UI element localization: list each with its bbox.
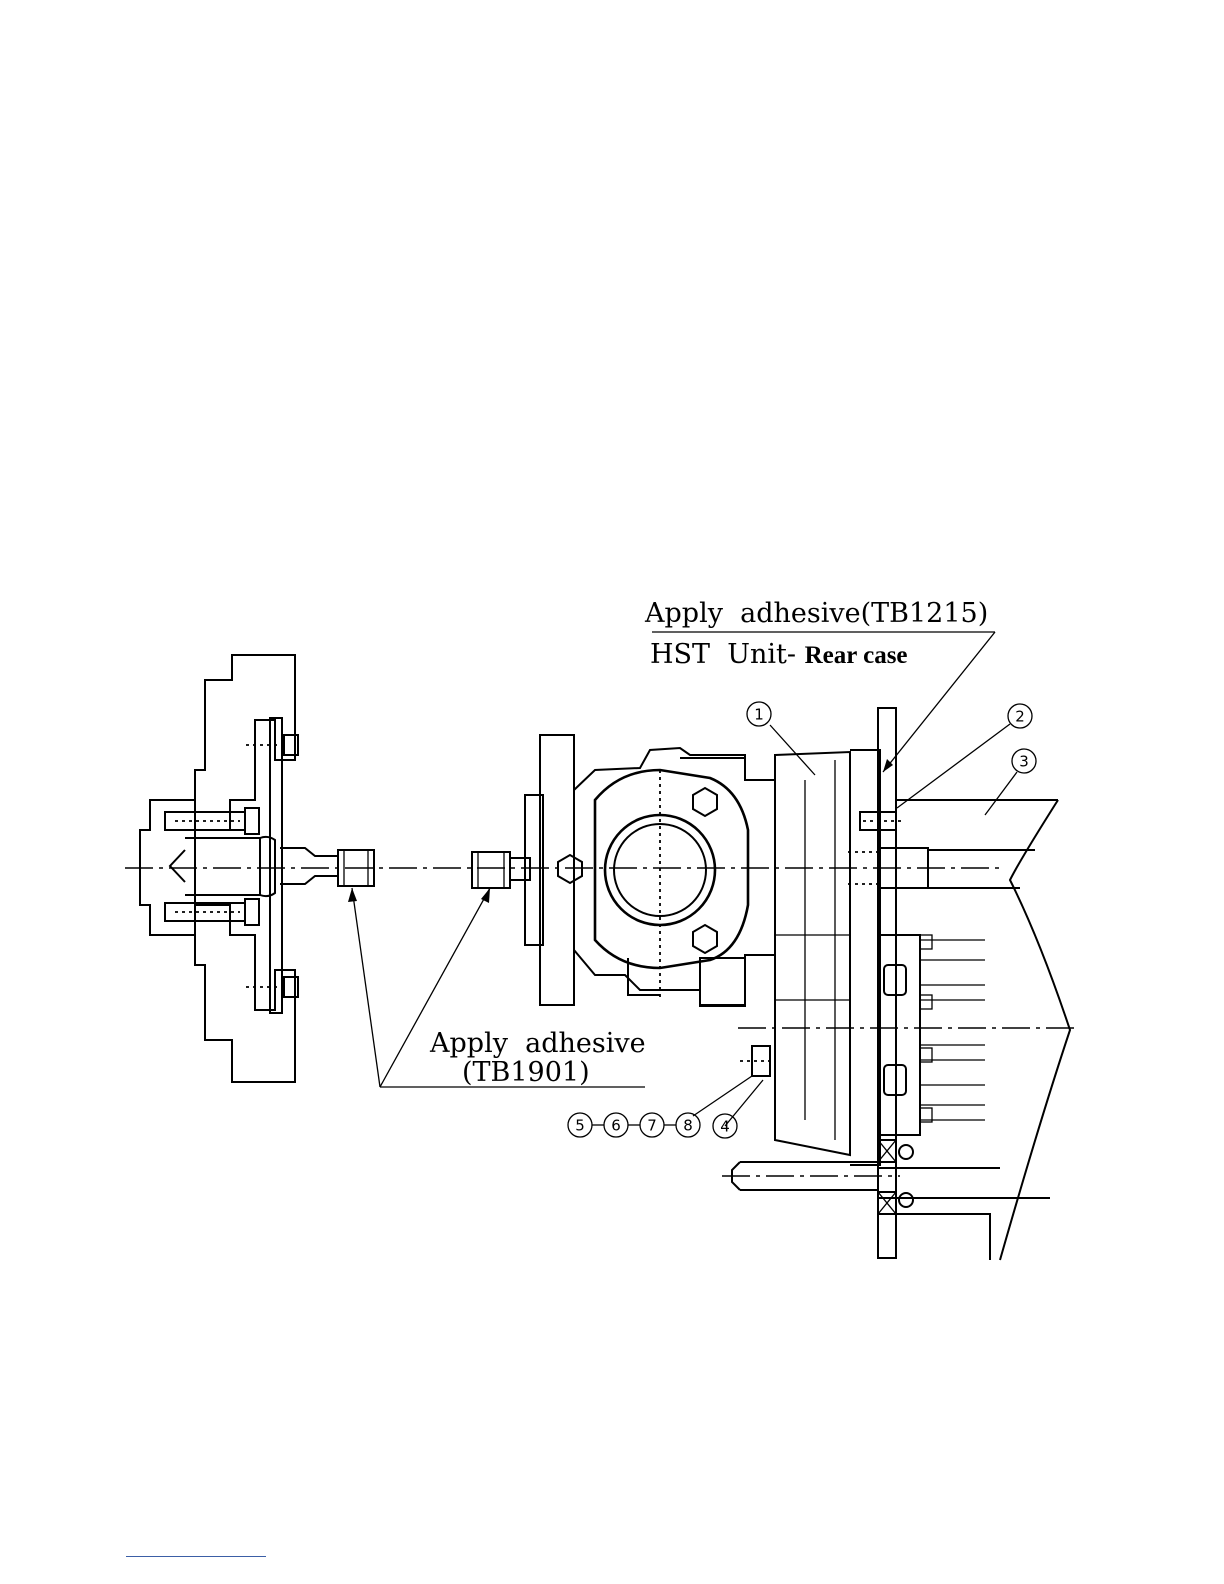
adhesive-label-top: Apply adhesive(TB1215) bbox=[644, 598, 988, 629]
callout-6-number: 6 bbox=[611, 1117, 621, 1135]
hst-unit-case bbox=[722, 708, 1070, 1260]
pump-shaft-coupler bbox=[472, 852, 530, 888]
hst-unit-text: HST Unit- bbox=[650, 639, 805, 670]
callout-3: 3 bbox=[1012, 749, 1036, 773]
hst-unit-label: HST Unit- Rear case bbox=[650, 639, 908, 670]
footer-rule bbox=[126, 1556, 266, 1557]
callout-4: 4 bbox=[713, 1114, 737, 1138]
callout-7-number: 7 bbox=[647, 1117, 657, 1135]
callout-2-number: 2 bbox=[1015, 708, 1025, 726]
callout-2: 2 bbox=[1008, 704, 1032, 728]
callout-group-5-8: 5 6 7 8 bbox=[568, 1113, 700, 1137]
callout-5-number: 5 bbox=[575, 1117, 585, 1135]
callout-8-number: 8 bbox=[683, 1117, 693, 1135]
callout-3-number: 3 bbox=[1019, 753, 1029, 771]
adhesive-label-bottom-line2: (TB1901) bbox=[462, 1057, 590, 1088]
hst-pump-body bbox=[525, 735, 775, 1006]
callout-4-number: 4 bbox=[720, 1118, 730, 1136]
rear-case-text: Rear case bbox=[805, 642, 908, 669]
callout-1: 1 bbox=[747, 702, 771, 726]
adhesive-label-bottom-line1: Apply adhesive bbox=[429, 1028, 646, 1059]
callout-1-number: 1 bbox=[754, 706, 764, 724]
